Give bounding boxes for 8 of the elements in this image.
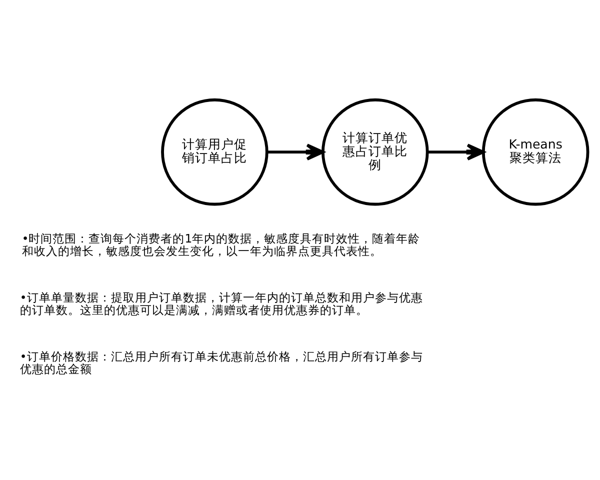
label: •订单价格数据：汇总用户所有订单未优惠前总价格，汇总用户所有订单参与优惠的总金额 xyxy=(20,348,423,376)
node-circle: K-means 聚类算法 xyxy=(482,98,590,206)
arrow xyxy=(427,143,485,160)
node-circle: 计算用户促销订单占比 xyxy=(161,98,268,206)
node-circle: 计算订单优惠占订单比例 xyxy=(322,98,429,206)
label: •订单单量数据：提取用户订单数据，计算一年内的订单总数和用户参与优惠的订单数。这里的优惠可以是满减，满赠或者使用优惠券的订单。 xyxy=(20,290,423,317)
arrow xyxy=(267,143,324,160)
label: •时间范围：查询每个消费者的1年内的数据，敏感度具有时效性，随着年龄和收入的增长，敏感度也会发生变化，以一年为临界点更具代表性。 xyxy=(22,231,420,258)
